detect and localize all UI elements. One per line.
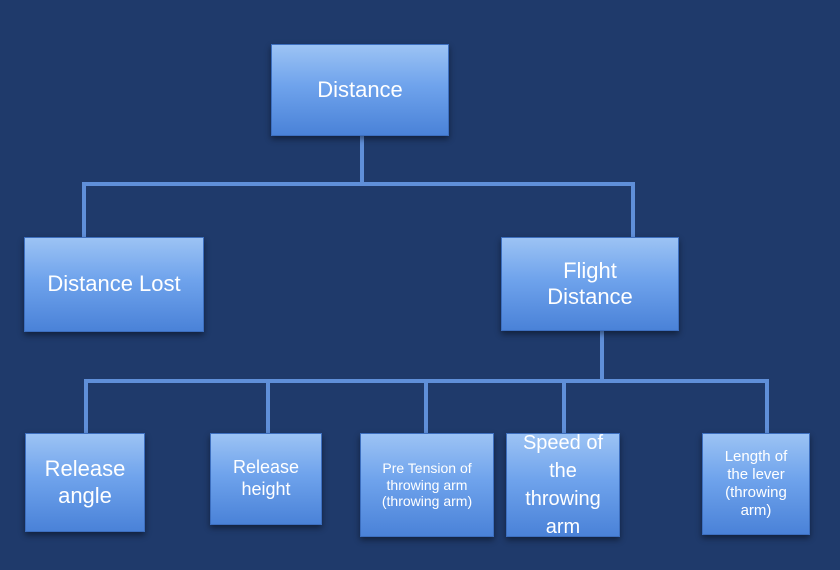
node-distance-lost: Distance Lost xyxy=(24,237,204,332)
node-pre-tension: Pre Tension of throwing arm (throwing ar… xyxy=(360,433,494,537)
node-flight-distance: Flight Distance xyxy=(501,237,679,331)
node-release-angle-label: Release angle xyxy=(44,456,126,508)
node-release-height: Release height xyxy=(210,433,322,525)
node-speed-of-arm-label: Speed of the throwing arm xyxy=(522,433,604,537)
node-length-of-lever: Length of the lever (throwing arm) xyxy=(702,433,810,535)
node-length-of-lever-label: Length of the lever (throwing arm) xyxy=(724,448,788,519)
node-speed-of-arm: Speed of the throwing arm xyxy=(506,433,620,537)
node-distance-label: Distance xyxy=(317,76,403,102)
node-flight-distance-label: Flight Distance xyxy=(547,257,633,309)
node-release-height-label: Release height xyxy=(232,457,300,499)
node-release-angle: Release angle xyxy=(25,433,145,532)
node-distance: Distance xyxy=(271,44,449,136)
node-distance-lost-label: Distance Lost xyxy=(47,271,181,297)
node-pre-tension-label: Pre Tension of throwing arm (throwing ar… xyxy=(381,459,473,510)
